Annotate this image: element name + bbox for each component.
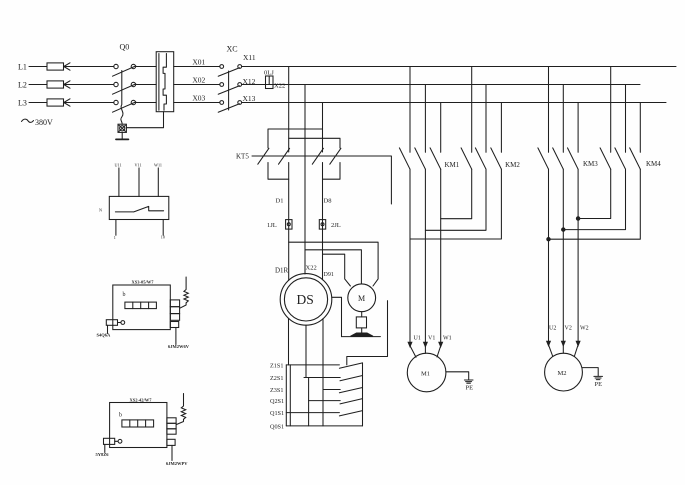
svg-text:PE: PE	[595, 381, 603, 388]
svg-text:U1: U1	[414, 336, 421, 342]
svg-text:M: M	[358, 294, 365, 303]
svg-text:N: N	[99, 208, 102, 213]
svg-text:Z1S1: Z1S1	[270, 363, 283, 370]
svg-text:XS3-05/W7: XS3-05/W7	[132, 280, 155, 285]
svg-text:5Y8Z6: 5Y8Z6	[96, 452, 110, 457]
svg-text:D1R: D1R	[275, 267, 289, 275]
svg-text:10: 10	[161, 235, 165, 240]
svg-text:D8: D8	[324, 198, 332, 205]
svg-text:b: b	[123, 292, 126, 298]
svg-text:L1: L1	[18, 62, 27, 71]
svg-text:D1: D1	[276, 198, 284, 205]
svg-text:X22: X22	[274, 83, 285, 90]
svg-text:PE: PE	[466, 385, 474, 392]
svg-text:X12: X12	[243, 77, 256, 86]
svg-text:KM4: KM4	[646, 160, 661, 168]
svg-text:Z3S1: Z3S1	[270, 387, 283, 394]
svg-text:DS: DS	[297, 292, 314, 307]
svg-text:X02: X02	[192, 76, 205, 85]
svg-text:M2: M2	[558, 370, 567, 377]
svg-text:XC: XC	[227, 45, 238, 54]
svg-text:2JL: 2JL	[331, 222, 341, 229]
svg-text:KM1: KM1	[445, 161, 460, 169]
svg-text:L2: L2	[18, 80, 27, 89]
svg-text:1JL: 1JL	[267, 222, 277, 229]
svg-text:380V: 380V	[35, 118, 53, 127]
svg-text:D91: D91	[324, 272, 334, 278]
svg-text:Q0S1: Q0S1	[270, 423, 284, 430]
svg-text:KM3: KM3	[583, 160, 598, 168]
svg-text:Q0: Q0	[120, 43, 130, 52]
svg-text:X11: X11	[243, 53, 256, 62]
svg-text:KM2: KM2	[505, 161, 520, 169]
svg-text:V1: V1	[428, 336, 435, 342]
svg-text:W11: W11	[154, 163, 162, 168]
svg-text:X13: X13	[243, 94, 256, 103]
svg-text:X03: X03	[192, 94, 205, 103]
svg-text:V11: V11	[135, 163, 142, 168]
svg-text:W2: W2	[580, 326, 589, 332]
svg-text:Q2S1: Q2S1	[270, 398, 284, 405]
svg-text:M1: M1	[421, 370, 430, 377]
svg-text:0LJ: 0LJ	[264, 70, 274, 77]
svg-text:L3: L3	[18, 98, 27, 107]
svg-text:1: 1	[114, 235, 116, 240]
svg-text:Q1S1: Q1S1	[270, 410, 284, 417]
svg-text:U2: U2	[549, 326, 556, 332]
svg-text:V2: V2	[565, 326, 572, 332]
svg-text:XS2-42/W7: XS2-42/W7	[130, 397, 153, 402]
svg-text:KT5: KT5	[236, 153, 249, 161]
svg-text:S4Q6A: S4Q6A	[97, 333, 112, 338]
svg-text:W1: W1	[443, 336, 452, 342]
svg-text:b: b	[119, 413, 122, 419]
svg-text:6JM2WPV: 6JM2WPV	[166, 461, 188, 466]
svg-text:Z2S1: Z2S1	[270, 375, 283, 382]
svg-text:U11: U11	[115, 163, 122, 168]
svg-text:6JM2W6V: 6JM2W6V	[168, 344, 190, 349]
svg-text:X22: X22	[306, 265, 317, 272]
svg-text:X01: X01	[192, 58, 205, 67]
